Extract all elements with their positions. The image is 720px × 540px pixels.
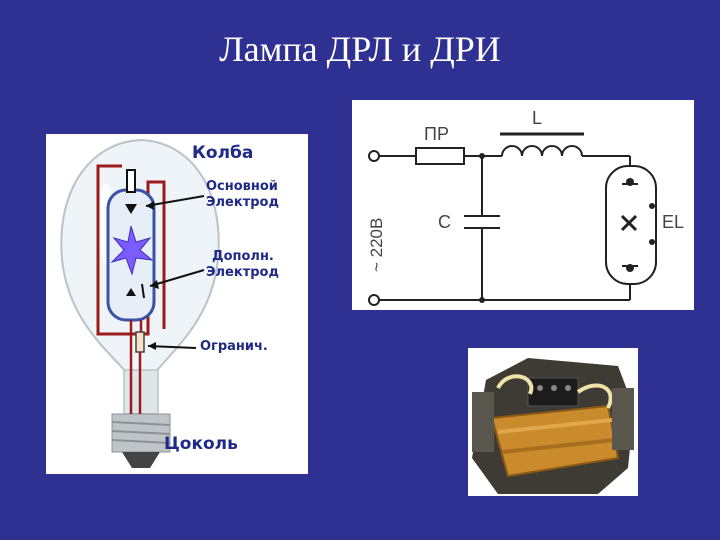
label-main-electrode-2: Электрод [206, 195, 279, 210]
aux-electrode [141, 283, 145, 299]
limiter-resistor [135, 331, 145, 353]
label-limiter: Огранич. [200, 339, 268, 354]
lamp-base [111, 413, 171, 468]
main-electrode-tip [125, 204, 137, 214]
label-bulb: Колба [192, 143, 253, 163]
fuse-symbol [415, 147, 465, 165]
slide-title: Лампа ДРЛ и ДРИ [219, 29, 501, 69]
support-wire-frame [96, 164, 166, 336]
ballast-choke-photo [468, 348, 638, 496]
label-aux-electrode-2: Электрод [206, 265, 279, 280]
lamp-diagram: Колба Основной Электрод Дополн. Электрод… [46, 134, 308, 474]
circuit-drawing: ПР L C EL ~ 220В [367, 108, 684, 306]
label-inductor: L [532, 108, 542, 128]
circuit-schematic: ПР L C EL ~ 220В [352, 100, 694, 310]
label-base: Цоколь [164, 434, 238, 454]
label-capacitor: C [438, 212, 451, 232]
label-fuse: ПР [424, 124, 449, 144]
label-lamp: EL [662, 212, 684, 232]
ballast-icon [468, 348, 638, 496]
terminal-top [368, 150, 380, 162]
discharge-glow [110, 225, 154, 276]
lamp-illustration: Колба Основной Электрод Дополн. Электрод… [60, 138, 279, 468]
label-voltage: ~ 220В [367, 218, 386, 272]
main-electrode-bottom [126, 288, 136, 296]
inductor-symbol [501, 145, 583, 157]
label-aux-electrode-1: Дополн. [212, 249, 274, 264]
main-electrode-top [126, 169, 136, 193]
terminal-bottom [368, 294, 380, 306]
label-main-electrode-1: Основной [206, 179, 278, 194]
